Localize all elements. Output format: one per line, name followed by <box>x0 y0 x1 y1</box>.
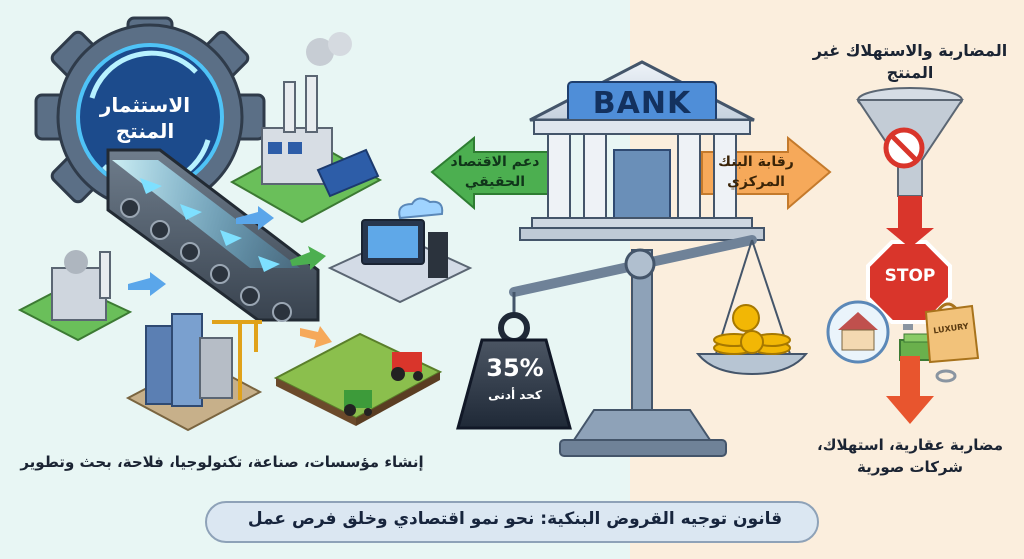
bank-building-icon <box>519 60 765 241</box>
oversight-arrow-label: رقابة البنك المركزي <box>718 154 794 190</box>
bank-sign: BANK <box>592 86 692 121</box>
farm-tractor-icon <box>273 332 443 426</box>
stop-sign-text: STOP <box>884 266 936 286</box>
flow-arrows <box>128 206 332 348</box>
house-icon <box>826 300 890 364</box>
left-caption: إنشاء مؤسسات، صناعة، تكنولوجيا، فلاحة، ب… <box>20 453 424 471</box>
balance-scale-icon <box>509 235 809 457</box>
prohibited-icon <box>883 127 925 169</box>
computer-workstation-icon <box>327 197 473 304</box>
conveyor-belt-icon <box>106 148 320 322</box>
crane-icon <box>212 320 262 400</box>
city-buildings-icon <box>125 313 263 432</box>
ring-icon <box>935 369 957 383</box>
coin-stack-icon <box>713 304 791 355</box>
gear-icon <box>34 16 266 212</box>
down-arrow-icon <box>886 356 934 424</box>
banner-title: قانون توجيه القروض البنكية: نحو نمو اقتص… <box>247 509 783 529</box>
down-arrow-upper <box>886 196 934 248</box>
weight-subtitle: كحد أدنى <box>488 388 542 402</box>
shopping-bag-icon <box>924 302 980 364</box>
weight-icon <box>456 312 572 430</box>
gear-label: الاستثمار المنتج <box>99 93 191 143</box>
factory-icon <box>229 32 383 224</box>
right-bottom-label: مضاربة عقارية، استهلاك، شركات صورية <box>817 436 1003 476</box>
weight-percent: 35% <box>486 354 544 382</box>
factory-small-icon <box>17 250 133 342</box>
support-arrow-label: دعم الاقتصاد الحقيقي <box>450 154 540 190</box>
right-top-label: المضاربة والاستهلاك غير المنتج <box>812 41 1008 82</box>
title-banner <box>205 501 819 543</box>
